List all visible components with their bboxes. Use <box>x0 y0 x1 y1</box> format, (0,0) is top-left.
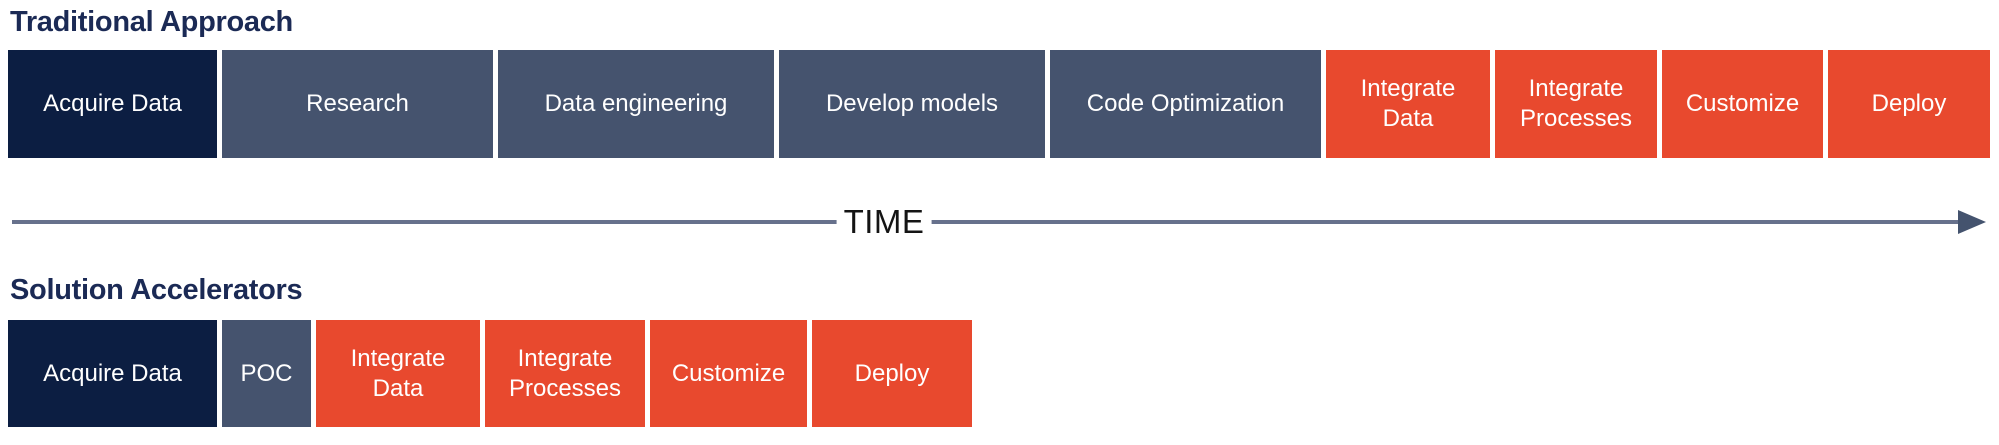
time-axis-line <box>12 220 1960 224</box>
solution-accelerators-title: Solution Accelerators <box>10 274 303 306</box>
segment-data-engineering: Data engineering <box>498 50 774 158</box>
traditional-approach-title: Traditional Approach <box>10 6 293 38</box>
segment-integrate-processes: Integrate Processes <box>485 320 645 427</box>
segment-integrate-processes: Integrate Processes <box>1495 50 1657 158</box>
segment-code-optimization: Code Optimization <box>1050 50 1321 158</box>
solution-accelerators-row: Acquire Data POC Integrate Data Integrat… <box>8 320 972 427</box>
time-axis-arrowhead-icon <box>1958 210 1986 234</box>
segment-deploy: Deploy <box>812 320 972 427</box>
segment-integrate-data: Integrate Data <box>316 320 480 427</box>
time-axis-label: TIME <box>836 203 932 241</box>
segment-customize: Customize <box>650 320 807 427</box>
segment-research: Research <box>222 50 493 158</box>
traditional-approach-row: Acquire Data Research Data engineering D… <box>8 50 1990 158</box>
segment-acquire-data: Acquire Data <box>8 50 217 158</box>
segment-acquire-data: Acquire Data <box>8 320 217 427</box>
segment-integrate-data: Integrate Data <box>1326 50 1490 158</box>
segment-deploy: Deploy <box>1828 50 1990 158</box>
segment-customize: Customize <box>1662 50 1823 158</box>
segment-poc: POC <box>222 320 311 427</box>
segment-develop-models: Develop models <box>779 50 1045 158</box>
